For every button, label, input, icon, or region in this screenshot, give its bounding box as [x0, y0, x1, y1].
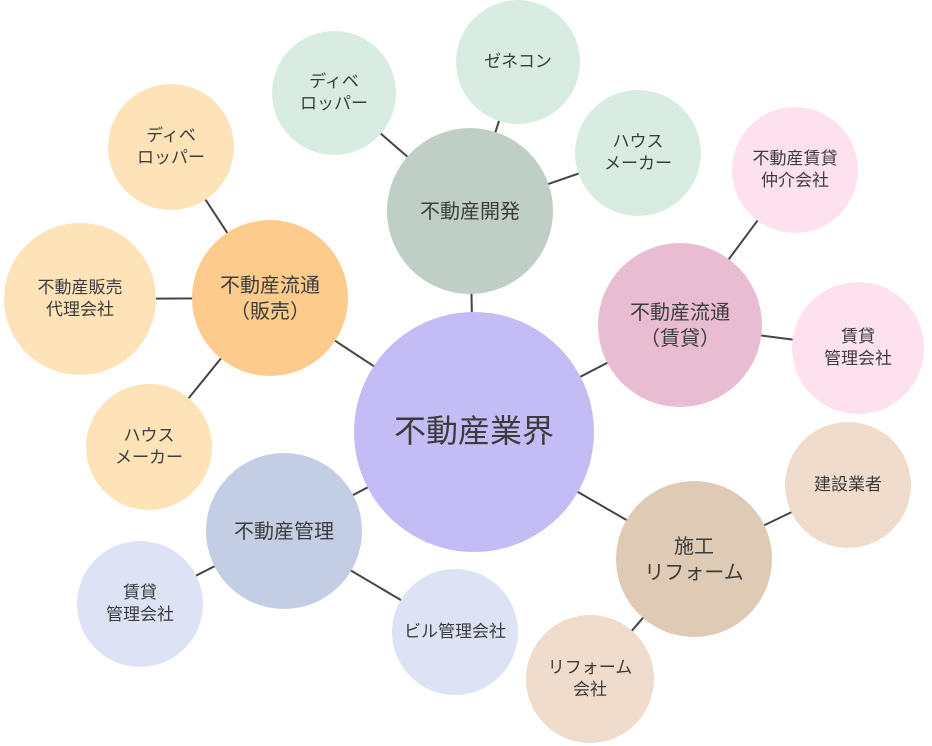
node-label: 建設業者: [814, 474, 882, 495]
node-sales-agent: 不動産販売 代理会社: [4, 223, 156, 375]
node-rental-management-pink: 賃貸 管理会社: [792, 282, 924, 414]
node-label: ディベ ロッパー: [137, 125, 205, 168]
node-rental: 不動産流通 （賃貸）: [598, 243, 762, 407]
node-rental-management-blue: 賃貸 管理会社: [77, 541, 203, 667]
node-label: ディベ ロッパー: [300, 71, 368, 114]
node-label: ハウス メーカー: [115, 425, 183, 468]
node-label: 不動産開発: [420, 199, 520, 223]
node-label: ビル管理会社: [404, 621, 506, 642]
node-label: 不動産管理: [234, 519, 334, 543]
node-label: 施工 リフォーム: [644, 534, 744, 584]
node-developer-sales: ディベ ロッパー: [108, 84, 234, 210]
node-construction: 施工 リフォーム: [616, 481, 772, 637]
node-housemaker-dev: ハウス メーカー: [575, 90, 701, 216]
node-center: 不動産業界: [354, 312, 594, 552]
node-label: 賃貸 管理会社: [106, 582, 174, 625]
node-label: 不動産流通 （販売）: [220, 273, 320, 323]
node-development: 不動産開発: [387, 128, 553, 294]
node-builder: 建設業者: [785, 422, 911, 548]
node-label: 賃貸 管理会社: [824, 326, 892, 369]
node-label: 不動産販売 代理会社: [37, 277, 123, 320]
node-general-contractor: ゼネコン: [456, 0, 580, 124]
node-label: 不動産業界: [393, 412, 554, 451]
node-label: 不動産流通 （賃貸）: [630, 300, 730, 350]
node-label: 不動産賃貸 仲介会社: [752, 148, 838, 191]
node-housemaker-sales: ハウス メーカー: [86, 384, 212, 510]
node-developer-dev: ディベ ロッパー: [272, 31, 396, 155]
node-label: リフォーム 会社: [547, 657, 633, 700]
node-label: ハウス メーカー: [604, 131, 672, 174]
node-building-management: ビル管理会社: [392, 569, 518, 695]
node-rental-broker: 不動産賃貸 仲介会社: [732, 107, 858, 233]
node-sales: 不動産流通 （販売）: [192, 220, 348, 376]
node-management: 不動産管理: [206, 453, 362, 609]
node-reform-company: リフォーム 会社: [526, 615, 654, 743]
node-label: ゼネコン: [484, 51, 552, 72]
